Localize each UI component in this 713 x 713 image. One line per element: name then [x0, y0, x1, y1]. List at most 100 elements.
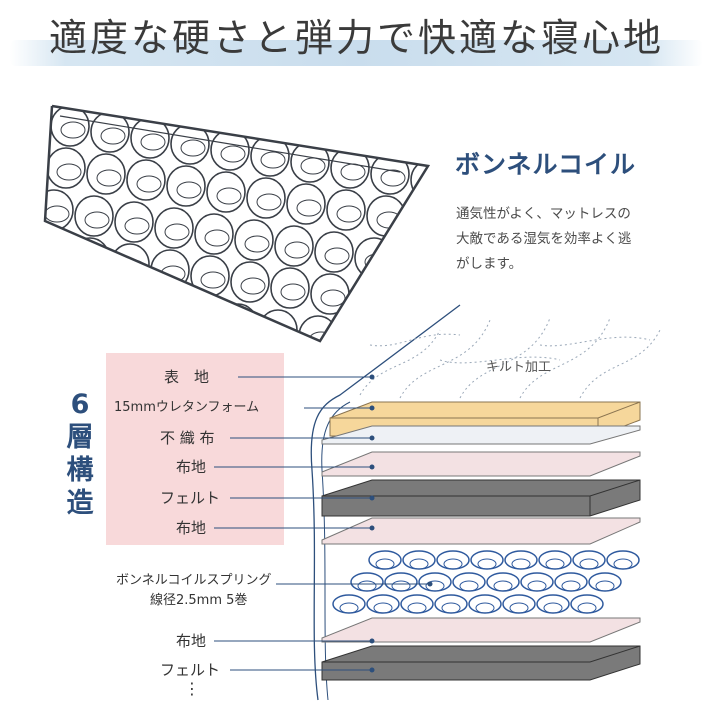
spring-coil	[350, 572, 384, 592]
coil-ring	[410, 159, 428, 201]
spring-coil	[470, 550, 504, 570]
coil-ring	[126, 159, 166, 201]
coil-inner-ring	[45, 247, 66, 265]
spring-coil	[434, 594, 468, 614]
layer-label-felt: フェルト	[160, 489, 221, 507]
spring-coil-inner	[579, 558, 599, 570]
coil-description-line: 通気性がよく、マットレスの	[456, 206, 631, 222]
coil-inner-ring	[164, 223, 190, 241]
coil-inner-ring	[420, 175, 428, 193]
coil-inner-ring	[80, 253, 106, 271]
coil-inner-ring	[84, 211, 110, 229]
layer-label-panel	[106, 353, 284, 545]
coil-ring	[234, 219, 274, 261]
coil-ring	[74, 195, 114, 237]
coil-inner-ring	[140, 133, 166, 151]
coil-ring	[366, 195, 406, 237]
coil-ring	[314, 231, 354, 273]
spring-coil	[554, 572, 588, 592]
spring-coil-inner	[459, 580, 479, 592]
coil-ring	[230, 261, 270, 303]
spring-coil	[486, 572, 520, 592]
spring-coil	[536, 594, 570, 614]
spring-coil-inner	[339, 602, 359, 614]
spring-coil-inner	[527, 580, 547, 592]
title-brush-stroke	[10, 40, 703, 66]
spring-coil	[384, 572, 418, 592]
spring-coil-inner	[375, 558, 395, 570]
bonnell-coil-illustration	[43, 104, 430, 343]
layer-label-bottom-felt: フェルト	[160, 661, 221, 679]
coil-description-line: がします。	[456, 256, 523, 272]
coil-ring	[246, 177, 286, 219]
layer-label-bottom-fabric: 布地	[176, 632, 207, 650]
coil-ring	[70, 237, 110, 279]
coil-ring	[286, 183, 326, 225]
spring-coil-inner	[511, 558, 531, 570]
layer-label-surface: 表 地	[164, 368, 210, 386]
coil-ring	[354, 237, 394, 279]
heading-char: 造	[66, 488, 94, 519]
coil-inner-ring	[176, 181, 202, 199]
spring-coil	[538, 550, 572, 570]
coil-inner-ring	[45, 205, 70, 223]
coil-description-line: 大敵である湿気を効率よく逃	[456, 231, 632, 247]
six-layer-structure-heading: 6 層 構 造	[60, 388, 100, 520]
spring-coil-inner	[373, 602, 393, 614]
spring-spec: 線径2.5mm 5巻	[150, 593, 248, 608]
spring-coil	[368, 550, 402, 570]
coil-ring	[326, 189, 366, 231]
coil-inner-ring	[100, 127, 126, 145]
coil-inner-ring	[324, 247, 350, 265]
coil-ring	[270, 267, 310, 309]
spring-coil-inner	[409, 558, 429, 570]
heading-char: 層	[66, 422, 94, 453]
coil-inner-ring	[284, 241, 310, 259]
spring-coil	[402, 550, 436, 570]
coil-ring	[154, 207, 194, 249]
spring-coil	[332, 594, 366, 614]
coil-inner-ring	[256, 193, 282, 211]
coil-inner-ring	[220, 145, 246, 163]
coil-description: 通気性がよく、マットレスの 大敵である湿気を効率よく逃 がします。	[456, 202, 686, 277]
coil-inner-ring	[56, 163, 82, 181]
coil-inner-ring	[200, 271, 226, 289]
quilting-label: キルト加工	[486, 360, 552, 375]
layer-label-nonwoven: 不 織 布	[160, 429, 215, 447]
coil-ring	[166, 165, 206, 207]
coil-inner-ring	[320, 289, 346, 307]
spring-coil-inner	[577, 602, 597, 614]
spring-label: ボンネルコイルスプリング	[116, 573, 272, 588]
coil-ring	[274, 225, 314, 267]
spring-coil	[606, 550, 640, 570]
spring-coil-inner	[543, 602, 563, 614]
spring-coil	[520, 572, 554, 592]
continuation-dots: ⋮	[184, 679, 200, 698]
coil-inner-ring	[416, 217, 428, 235]
spring-coil	[418, 572, 452, 592]
coil-inner-ring	[300, 157, 326, 175]
coil-ring	[86, 153, 126, 195]
coil-ring	[45, 231, 70, 273]
spring-coil	[452, 572, 486, 592]
spring-coil-inner	[545, 558, 565, 570]
coil-inner-ring	[96, 169, 122, 187]
spring-coil-inner	[391, 580, 411, 592]
spring-coil-inner	[425, 580, 445, 592]
coil-inner-ring	[340, 163, 366, 181]
coil-inner-ring	[296, 199, 322, 217]
heading-char: 6	[70, 389, 90, 420]
mattress-cross-section	[214, 304, 661, 701]
spring-coil	[502, 594, 536, 614]
layer-label-fabric-lower: 布地	[176, 519, 207, 537]
spring-coil	[572, 550, 606, 570]
coil-inner-ring	[240, 277, 266, 295]
coil-inner-ring	[380, 169, 406, 187]
spring-coil-inner	[561, 580, 581, 592]
spring-coil	[468, 594, 502, 614]
spring-coil	[570, 594, 604, 614]
spring-coil-inner	[595, 580, 615, 592]
spring-coil-inner	[493, 580, 513, 592]
spring-coil-inner	[477, 558, 497, 570]
spring-coil-inner	[509, 602, 529, 614]
